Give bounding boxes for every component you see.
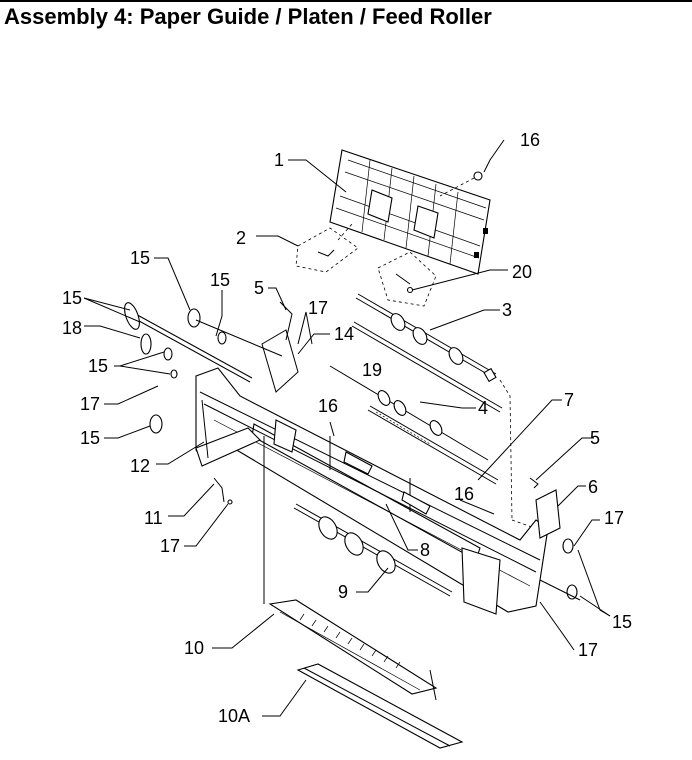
callout-15-f: 15 <box>612 612 632 632</box>
callout-17-e: 17 <box>578 640 598 660</box>
callout-10a: 10A <box>218 706 250 726</box>
callout-20: 20 <box>512 262 532 282</box>
callout-1: 1 <box>274 150 284 170</box>
callout-19: 19 <box>362 360 382 380</box>
screw-16-top <box>439 171 483 197</box>
callout-17-c: 17 <box>160 536 180 556</box>
callout-9: 9 <box>338 582 348 602</box>
callout-4: 4 <box>478 398 488 418</box>
callout-14: 14 <box>334 324 354 344</box>
callout-15-b: 15 <box>210 270 230 290</box>
paper-guide-part <box>329 149 491 275</box>
callout-labels: 1 2 3 4 5 5 6 7 8 9 10 10A 11 12 14 15 1… <box>62 130 632 726</box>
callout-5-right: 5 <box>590 428 600 448</box>
callout-15-c: 15 <box>62 288 82 308</box>
callout-17-a: 17 <box>308 298 328 318</box>
leader-lines <box>83 139 611 717</box>
callout-2: 2 <box>236 228 246 248</box>
page-title: Assembly 4: Paper Guide / Platen / Feed … <box>4 4 492 29</box>
callout-15-d: 15 <box>88 356 108 376</box>
callout-16-a: 16 <box>520 130 540 150</box>
main-frame <box>195 301 549 615</box>
callout-11: 11 <box>144 508 163 528</box>
callout-15-e: 15 <box>80 428 100 448</box>
callout-16-c: 16 <box>454 484 474 504</box>
callout-7: 7 <box>564 390 574 410</box>
tray-extension-10a <box>296 663 464 749</box>
callout-18: 18 <box>62 318 82 338</box>
spring-11 <box>213 477 233 505</box>
title-rule <box>0 0 692 2</box>
left-bracket-12 <box>195 399 261 467</box>
callout-16-b: 16 <box>318 396 338 416</box>
roller-shaft-3 <box>355 293 497 383</box>
callout-17-b: 17 <box>80 394 100 414</box>
part-20-detail-box <box>377 251 437 307</box>
callout-10: 10 <box>184 638 204 658</box>
callout-5-left: 5 <box>254 278 264 298</box>
part-2-detail-box <box>295 223 359 273</box>
callout-3: 3 <box>502 300 512 320</box>
paper-tray-10 <box>263 436 438 695</box>
shaft-4 <box>329 365 489 461</box>
callout-6: 6 <box>588 477 598 497</box>
rod-19 <box>351 321 503 413</box>
feed-roller-9 <box>293 503 453 597</box>
right-side-assembly <box>529 477 581 601</box>
dashed-leaders <box>499 379 541 531</box>
callout-15-a: 15 <box>130 248 150 268</box>
callout-8: 8 <box>420 540 430 560</box>
shaft-7 <box>367 405 499 485</box>
callout-12: 12 <box>130 456 150 476</box>
callout-17-d: 17 <box>604 508 624 528</box>
